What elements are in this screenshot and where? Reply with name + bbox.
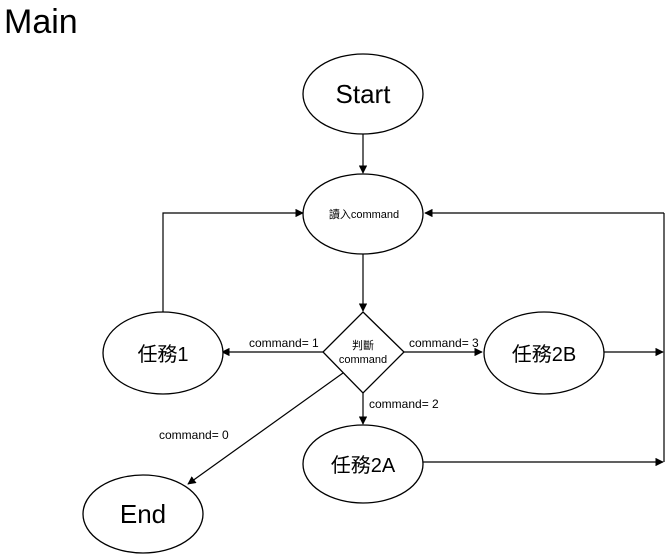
decision-node bbox=[322, 311, 405, 394]
start-label: Start bbox=[336, 79, 392, 109]
edge-label-cmd3: command= 3 bbox=[409, 336, 479, 350]
edge-label-cmd0: command= 0 bbox=[159, 428, 229, 442]
edge-decision-to-end bbox=[187, 372, 344, 485]
edge-label-cmd2: command= 2 bbox=[369, 397, 439, 411]
task2b-label: 任務2B bbox=[512, 343, 576, 366]
page-title: Main bbox=[4, 3, 78, 41]
decision-label-line1: 判斷 bbox=[352, 339, 374, 352]
start-node bbox=[302, 53, 424, 135]
edge-task1-to-read bbox=[162, 208, 304, 312]
task2b-node bbox=[483, 311, 605, 395]
decision-label-line2: command bbox=[339, 354, 387, 366]
task1-label: 任務1 bbox=[137, 343, 188, 366]
end-label: End bbox=[120, 499, 166, 529]
read-command-label: 讀入command bbox=[329, 207, 399, 221]
edge-label-cmd1: command= 1 bbox=[249, 336, 319, 350]
task1-node bbox=[102, 311, 224, 395]
read-command-node bbox=[302, 173, 424, 255]
task2a-node bbox=[302, 424, 424, 504]
end-node bbox=[82, 474, 204, 554]
task2a-label: 任務2A bbox=[331, 454, 396, 477]
